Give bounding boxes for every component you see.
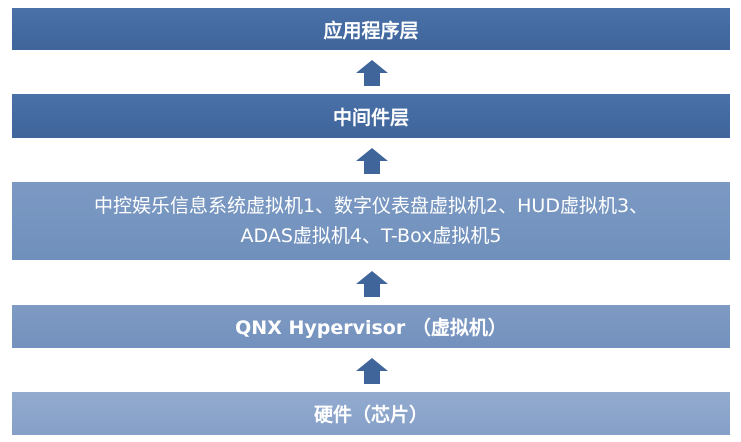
up-arrow-icon bbox=[356, 60, 388, 86]
middleware-layer: 中间件层 bbox=[12, 94, 730, 138]
middleware-layer-label: 中间件层 bbox=[332, 106, 409, 129]
virtual-machines-layer: 中控娱乐信息系统虚拟机1、数字仪表盘虚拟机2、HUD虚拟机3、 ADAS虚拟机4… bbox=[12, 182, 730, 260]
up-arrow-icon bbox=[356, 148, 388, 174]
hardware-layer-label: 硬件（芯片） bbox=[313, 404, 428, 426]
virtual-machines-line-1: 中控娱乐信息系统虚拟机1、数字仪表盘虚拟机2、HUD虚拟机3、 bbox=[93, 195, 649, 217]
hypervisor-layer: QNX Hypervisor （虚拟机） bbox=[12, 305, 730, 348]
up-arrow-icon bbox=[356, 358, 388, 384]
hypervisor-layer-label: QNX Hypervisor （虚拟机） bbox=[235, 317, 507, 339]
up-arrow-icon bbox=[356, 271, 388, 297]
virtual-machines-line-2: ADAS虚拟机4、T-Box虚拟机5 bbox=[240, 225, 502, 247]
hardware-layer: 硬件（芯片） bbox=[12, 392, 730, 435]
application-layer-label: 应用程序层 bbox=[323, 19, 419, 42]
application-layer: 应用程序层 bbox=[12, 8, 730, 50]
